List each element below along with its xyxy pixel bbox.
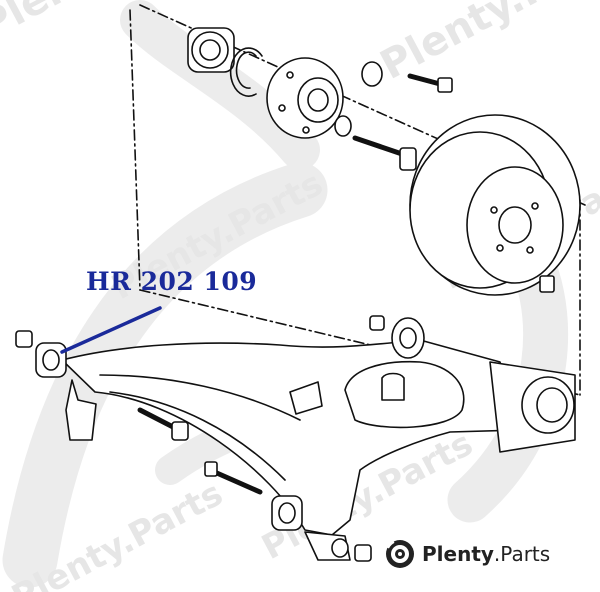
trailing-arm xyxy=(61,339,521,536)
front-bushing xyxy=(15,330,97,441)
brand-disc-icon xyxy=(386,540,414,568)
part-number-label: HR 202 109 xyxy=(86,267,258,296)
watermark-text-2: Plenty.Parts xyxy=(373,0,600,89)
spindle-bolt xyxy=(352,135,417,171)
drum-screw xyxy=(539,275,555,293)
brand-name-suffix: .Parts xyxy=(493,542,551,566)
snap-ring xyxy=(229,47,263,97)
top-mount-bushing xyxy=(369,315,425,359)
brand-name-main: Plenty xyxy=(422,542,494,566)
wheel-bearing xyxy=(187,27,235,73)
hub-nut xyxy=(334,115,352,137)
arm-bolt-lower xyxy=(204,461,263,495)
rear-bushing xyxy=(271,495,303,531)
brand-name: Plenty.Parts xyxy=(422,542,550,566)
part-leader-line xyxy=(60,306,162,354)
grease-cap xyxy=(361,61,383,87)
brake-drum xyxy=(409,114,581,296)
arm-bolt-front xyxy=(137,407,189,441)
rear-knuckle xyxy=(489,361,576,453)
rear-bracket xyxy=(304,531,372,562)
hub-bolt-upper xyxy=(407,73,453,93)
brand-logo: Plenty.Parts xyxy=(384,538,550,570)
wheel-hub xyxy=(266,57,344,139)
